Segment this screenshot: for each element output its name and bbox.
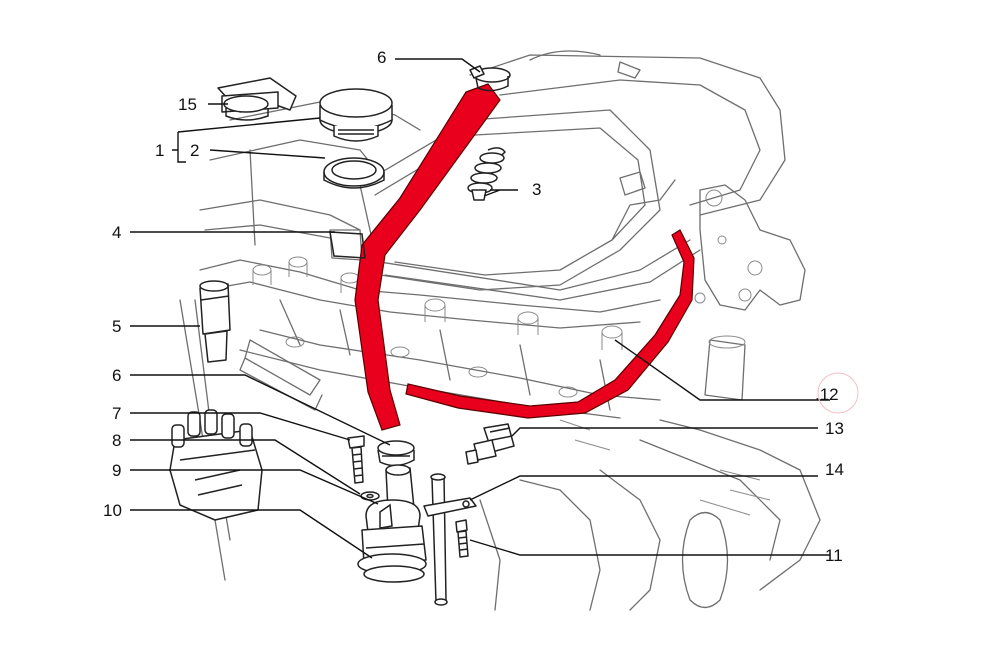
callout-6-top: 6 xyxy=(377,48,386,67)
part-13-sensor xyxy=(465,423,515,465)
distributor-cap-illustration xyxy=(169,409,263,521)
callout-10: 10 xyxy=(103,501,122,520)
part-14-dipstick-tube xyxy=(423,473,477,606)
part-15-breather-cap xyxy=(217,77,297,121)
leader-lines xyxy=(130,58,859,559)
breather-hose-branch xyxy=(405,229,695,419)
part-1-oil-filler-cap xyxy=(319,88,393,142)
callout-7: 7 xyxy=(112,404,121,423)
engine-block-outline xyxy=(179,50,821,611)
part-7-bolt xyxy=(347,435,365,484)
part-4-valve-cover-pipe xyxy=(329,231,366,259)
part-3-spring-clip xyxy=(467,147,506,201)
callout-12: .12 xyxy=(815,385,839,404)
part-9-breather-valve xyxy=(365,464,421,533)
part-2-seal-ring xyxy=(323,157,385,189)
part-10-breather-housing xyxy=(357,525,427,583)
callout-11: 11 xyxy=(825,546,843,565)
part-5-sleeve xyxy=(199,280,231,363)
part-11-screw xyxy=(455,519,469,558)
callout-9: 9 xyxy=(112,461,121,480)
callout-15: 15 xyxy=(178,95,197,114)
callout-6-bottom: 6 xyxy=(112,366,121,385)
callout-14: 14 xyxy=(825,460,844,479)
callout-5: 5 xyxy=(112,317,121,336)
callout-2: 2 xyxy=(190,141,199,160)
part-6-hose-clamp-bottom xyxy=(377,440,415,467)
callout-4: 4 xyxy=(112,223,121,242)
callout-1: 1 xyxy=(155,141,164,160)
part-8-washer xyxy=(360,491,380,501)
part-6-hose-clamp-top xyxy=(469,65,511,92)
callout-13: 13 xyxy=(825,419,844,438)
callout-8: 8 xyxy=(112,431,121,450)
callout-3: 3 xyxy=(532,180,541,199)
breather-hose-main xyxy=(354,83,501,431)
